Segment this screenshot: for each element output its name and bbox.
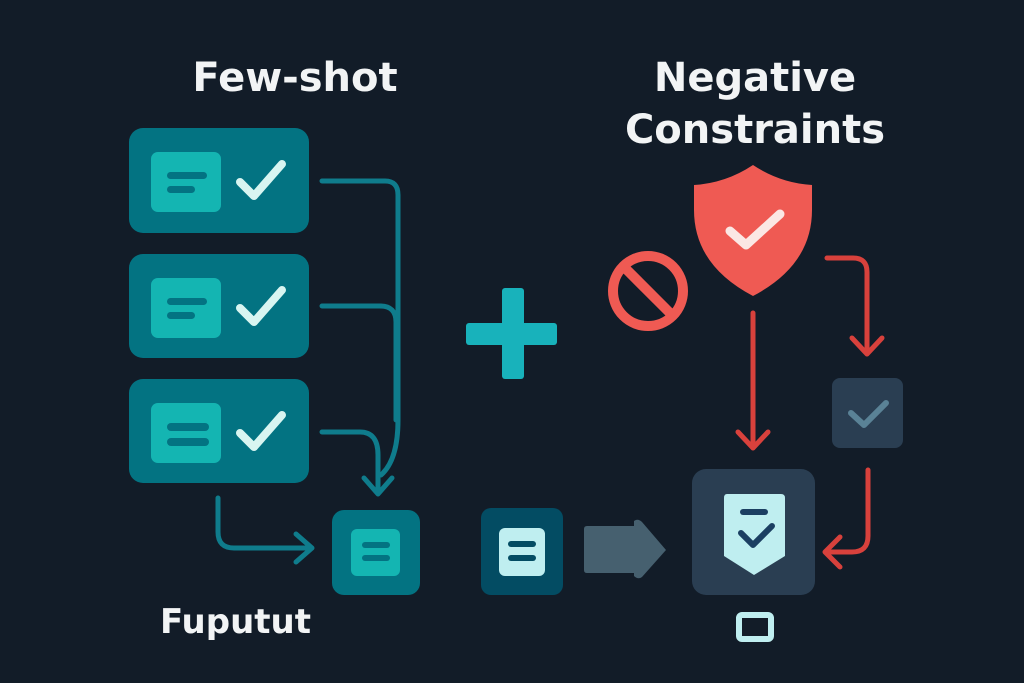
arrowhead bbox=[822, 534, 843, 570]
check-icon bbox=[236, 411, 286, 451]
plus-icon bbox=[466, 288, 557, 379]
example-card-2 bbox=[129, 254, 309, 358]
document-icon bbox=[499, 528, 545, 576]
negative-title-line1: Negative bbox=[653, 55, 857, 101]
few-shot-title: Few-shot bbox=[192, 55, 398, 101]
example-card-1 bbox=[129, 128, 309, 233]
few-shot-connectors bbox=[215, 178, 401, 565]
validated-check-box bbox=[832, 378, 903, 448]
negative-title-line2: Constraints bbox=[624, 107, 886, 153]
block-arrow-icon bbox=[584, 519, 666, 579]
constraint-arrows bbox=[735, 255, 885, 570]
check-icon bbox=[236, 286, 286, 326]
connector-arrow bbox=[319, 303, 399, 423]
document-icon bbox=[351, 529, 400, 576]
input-document-box bbox=[481, 508, 563, 595]
check-icon bbox=[236, 160, 286, 200]
output-square-icon bbox=[736, 612, 774, 642]
constraint-arrow bbox=[824, 255, 870, 355]
check-icon bbox=[848, 400, 889, 428]
arrowhead bbox=[849, 335, 885, 357]
prohibit-icon bbox=[608, 251, 688, 331]
shield-document-icon bbox=[724, 494, 785, 575]
constraint-arrow bbox=[824, 467, 871, 555]
example-card-3 bbox=[129, 379, 309, 483]
check-icon bbox=[738, 523, 775, 548]
output-label: Fuputut bbox=[160, 602, 311, 642]
arrowhead bbox=[293, 531, 315, 565]
arrowhead bbox=[735, 429, 771, 451]
shield-check-icon bbox=[694, 165, 812, 296]
result-box bbox=[692, 469, 815, 595]
document-icon bbox=[151, 403, 221, 463]
connector-arrow bbox=[319, 178, 401, 478]
document-icon bbox=[151, 278, 221, 338]
arrowhead bbox=[361, 475, 395, 497]
document-icon bbox=[151, 152, 221, 212]
connector-arrow bbox=[215, 495, 313, 551]
few-shot-output-box bbox=[332, 510, 420, 595]
connector-arrow bbox=[319, 429, 381, 495]
